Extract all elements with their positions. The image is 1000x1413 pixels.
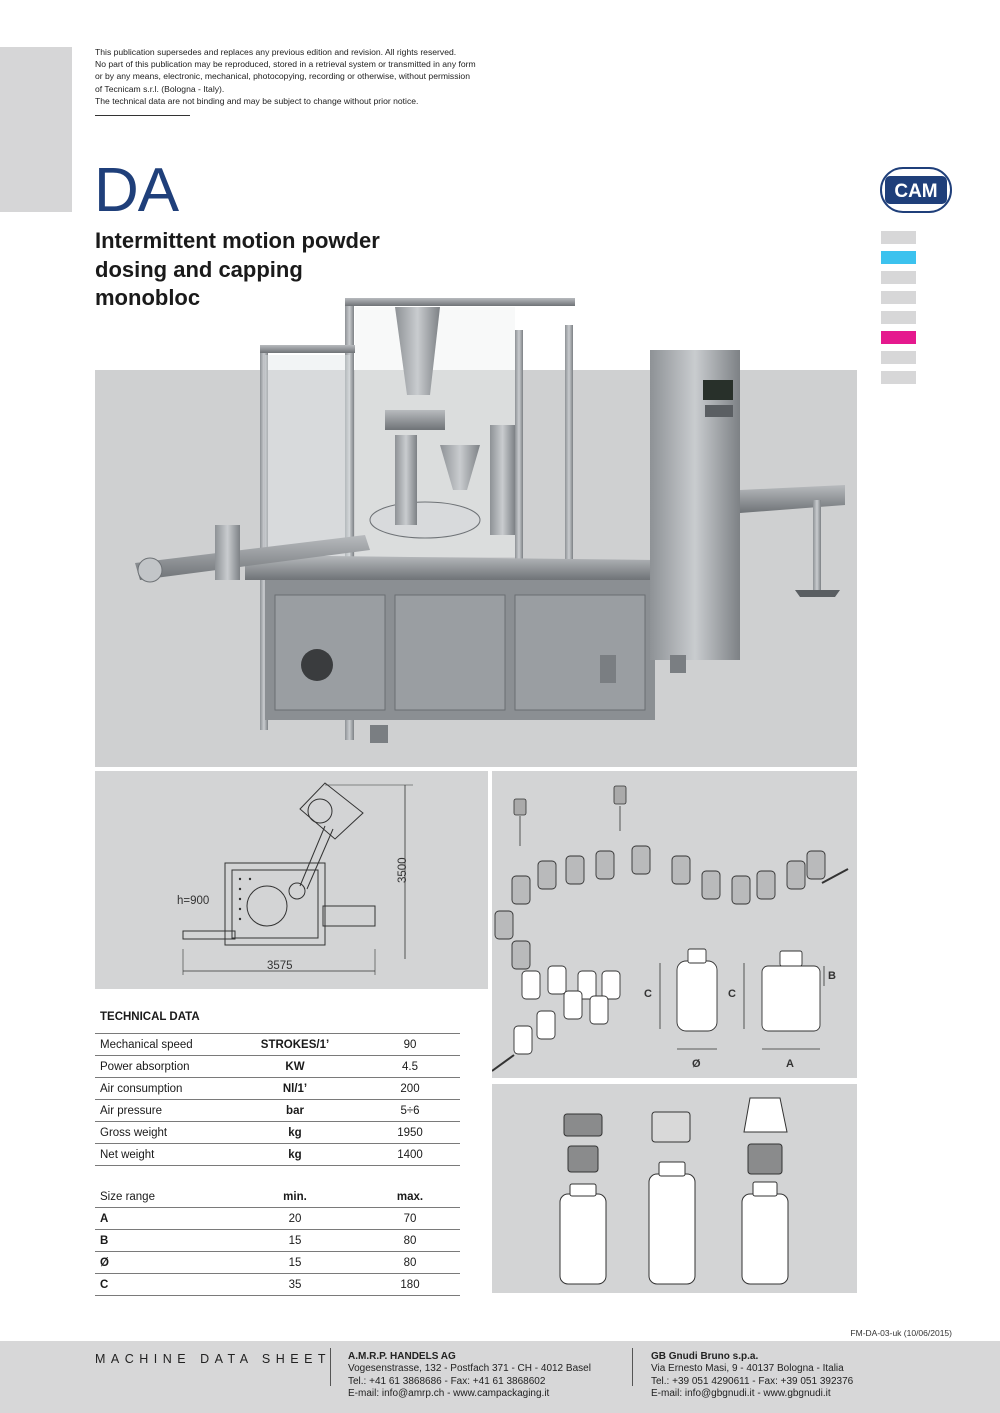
row-min: 20 xyxy=(230,1207,360,1230)
header-min: min. xyxy=(230,1186,360,1208)
table-row: Power absorption KW 4.5 xyxy=(95,1055,460,1078)
swatch-grey xyxy=(881,371,916,384)
model-title: DA xyxy=(94,156,179,225)
side-block xyxy=(0,47,72,212)
swatch-grey xyxy=(881,311,916,324)
header-max: max. xyxy=(360,1186,460,1208)
swatch-magenta xyxy=(881,331,916,344)
table-row: Air pressure bar 5÷6 xyxy=(95,1099,460,1122)
dealer-name: GB Gnudi Bruno s.p.a. xyxy=(651,1351,759,1362)
model-subtitle: Intermittent motion powder dosing and ca… xyxy=(95,227,380,313)
row-value: 4.5 xyxy=(360,1055,460,1078)
swatch-grey xyxy=(881,271,916,284)
dealer-line: Tel.: +39 051 4290611 - Fax: +39 051 392… xyxy=(651,1375,854,1387)
subtitle-line: monobloc xyxy=(95,285,201,310)
dim-label-a: A xyxy=(786,1058,794,1070)
row-label: Ø xyxy=(95,1251,230,1274)
row-value: 1400 xyxy=(360,1143,460,1166)
row-value: 5÷6 xyxy=(360,1099,460,1122)
table-row: Air consumption Nl/1’ 200 xyxy=(95,1077,460,1100)
row-unit: STROKES/1’ xyxy=(230,1033,360,1056)
row-unit: KW xyxy=(230,1055,360,1078)
row-label: B xyxy=(95,1229,230,1252)
dealer-line: E-mail: info@gbgnudi.it - www.gbgnudi.it xyxy=(651,1388,831,1400)
row-unit: Nl/1’ xyxy=(230,1077,360,1100)
disclaimer-line: No part of this publication may be repro… xyxy=(95,59,476,70)
row-label: Net weight xyxy=(95,1143,230,1166)
dealer-address: A.M.R.P. HANDELS AG Vogesenstrasse, 132 … xyxy=(348,1351,591,1401)
table-row: C 35 180 xyxy=(95,1273,460,1296)
dim-label-b: B xyxy=(828,970,836,982)
dim-label-c: C xyxy=(644,988,652,1000)
row-label: Gross weight xyxy=(95,1121,230,1144)
table-row: Mechanical speed STROKES/1’ 90 xyxy=(95,1033,460,1056)
row-value: 200 xyxy=(360,1077,460,1100)
row-unit: bar xyxy=(230,1099,360,1122)
size-range-table: Size range min. max. A 20 70 B 15 80 Ø 1… xyxy=(95,1186,460,1296)
row-max: 70 xyxy=(360,1207,460,1230)
disclaimer: This publication supersedes and replaces… xyxy=(95,46,476,107)
bottle-flow-diagram: C C B Ø A xyxy=(492,785,849,1072)
row-max: 80 xyxy=(360,1229,460,1252)
disclaimer-line: The technical data are not binding and m… xyxy=(95,95,419,106)
row-min: 35 xyxy=(230,1273,360,1296)
width-dimension: 3575 xyxy=(267,960,293,972)
row-label: A xyxy=(95,1207,230,1230)
swatch-grey xyxy=(881,351,916,364)
subtitle-line: Intermittent motion powder xyxy=(95,228,380,253)
table-row: B 15 80 xyxy=(95,1229,460,1252)
row-label: C xyxy=(95,1273,230,1296)
logo-text: CAM xyxy=(894,181,937,202)
dim-label-diameter: Ø xyxy=(692,1058,701,1070)
cam-logo: CAM xyxy=(880,167,952,213)
swatch-cyan xyxy=(881,251,916,264)
table-row: A 20 70 xyxy=(95,1207,460,1230)
machine-photo xyxy=(135,298,845,743)
dealer-line: Vogesenstrasse, 132 - Postfach 371 - CH … xyxy=(348,1363,591,1375)
row-max: 80 xyxy=(360,1251,460,1274)
technical-data-title: TECHNICAL DATA xyxy=(100,1011,200,1023)
depth-dimension: 3500 xyxy=(397,857,409,883)
row-value: 1950 xyxy=(360,1121,460,1144)
swatch-grey xyxy=(881,291,916,304)
disclaimer-line: of Tecnicam s.r.l. (Bologna - Italy). xyxy=(95,83,225,94)
layout-drawing: h=900 3575 3500 xyxy=(177,782,413,975)
layout-drawing-panel xyxy=(95,771,488,989)
divider xyxy=(95,115,190,116)
footer-separator xyxy=(330,1348,331,1386)
row-value: 90 xyxy=(360,1033,460,1056)
dealer-address: GB Gnudi Bruno s.p.a. Via Ernesto Masi, … xyxy=(651,1351,853,1401)
disclaimer-line: or by any means, electronic, mechanical,… xyxy=(95,71,470,82)
row-label: Air pressure xyxy=(95,1099,230,1122)
subtitle-line: dosing and capping xyxy=(95,256,303,282)
row-min: 15 xyxy=(230,1229,360,1252)
table-row: Gross weight kg 1950 xyxy=(95,1121,460,1144)
swatch-grey xyxy=(881,231,916,244)
table-header-row: Size range min. max. xyxy=(95,1186,460,1208)
dealer-line: E-mail: info@amrp.ch - www.campackaging.… xyxy=(348,1388,550,1400)
row-label: Air consumption xyxy=(95,1077,230,1100)
footer-bar xyxy=(0,1341,1000,1413)
row-label: Power absorption xyxy=(95,1055,230,1078)
document-code: FM-DA-03-uk (10/06/2015) xyxy=(850,1328,952,1338)
disclaimer-line: This publication supersedes and replaces… xyxy=(95,47,457,57)
row-max: 180 xyxy=(360,1273,460,1296)
table-row: Ø 15 80 xyxy=(95,1251,460,1274)
row-min: 15 xyxy=(230,1251,360,1274)
closures-diagram xyxy=(559,1097,789,1285)
row-label: Mechanical speed xyxy=(95,1033,230,1056)
dealer-line: Via Ernesto Masi, 9 - 40137 Bologna - It… xyxy=(651,1363,844,1375)
row-unit: kg xyxy=(230,1121,360,1144)
row-unit: kg xyxy=(230,1143,360,1166)
header-label: Size range xyxy=(95,1186,230,1208)
dealer-line: Tel.: +41 61 3868686 - Fax: +41 61 38686… xyxy=(348,1375,546,1387)
table-row: Net weight kg 1400 xyxy=(95,1143,460,1166)
technical-data-table: Mechanical speed STROKES/1’ 90 Power abs… xyxy=(95,1033,460,1166)
footer-separator xyxy=(632,1348,633,1386)
dim-label-c: C xyxy=(728,988,736,1000)
height-label: h=900 xyxy=(177,895,209,907)
sheet-label: MACHINE DATA SHEET xyxy=(95,1352,332,1366)
dealer-name: A.M.R.P. HANDELS AG xyxy=(348,1351,456,1362)
